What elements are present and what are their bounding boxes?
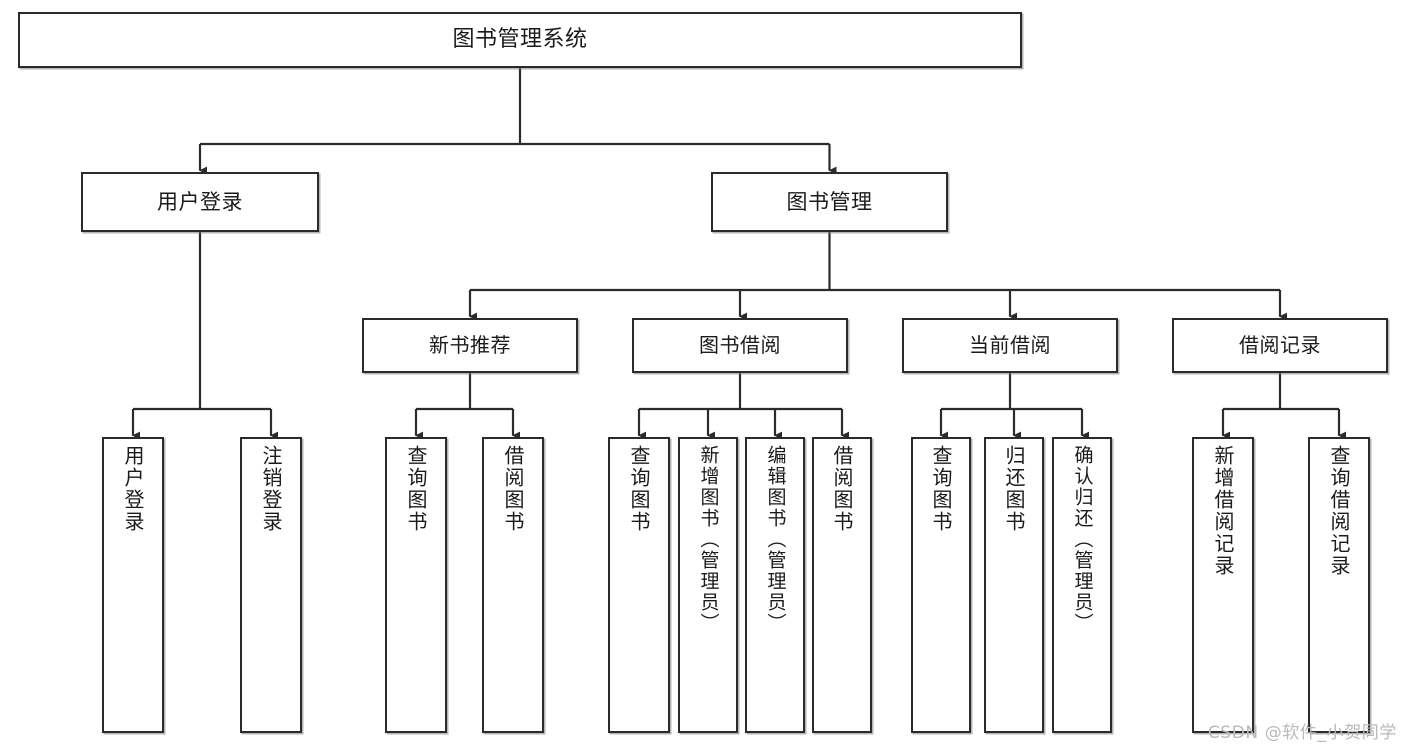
leaf-edit-book-admin-label: 编辑图书（管理员） — [764, 445, 787, 634]
leaf-user-login-label: 用户登录 — [121, 445, 145, 533]
node-root-label: 图书管理系统 — [452, 26, 588, 52]
leaf-return-book-label: 归还图书 — [1002, 445, 1026, 533]
node-borrow-record-label: 借阅记录 — [1239, 332, 1321, 357]
leaf-add-borrow-record[interactable]: 新增借阅记录 — [1192, 437, 1254, 733]
leaf-user-login[interactable]: 用户登录 — [102, 437, 164, 733]
node-root[interactable]: 图书管理系统 — [18, 12, 1022, 68]
leaf-query-book-borrow-label: 查询图书 — [627, 445, 651, 533]
node-new-book-recommend-label: 新书推荐 — [429, 332, 511, 357]
leaf-logout[interactable]: 注销登录 — [240, 437, 302, 733]
leaf-add-book-admin[interactable]: 新增图书（管理员） — [678, 437, 738, 733]
leaf-query-borrow-record[interactable]: 查询借阅记录 — [1308, 437, 1370, 733]
leaf-confirm-return-admin[interactable]: 确认归还（管理员） — [1052, 437, 1112, 733]
leaf-query-borrow-record-label: 查询借阅记录 — [1327, 445, 1351, 577]
node-book-manage[interactable]: 图书管理 — [711, 172, 948, 232]
leaf-query-book-current-label: 查询图书 — [929, 445, 953, 533]
leaf-query-book-current[interactable]: 查询图书 — [911, 437, 971, 733]
node-current-borrow[interactable]: 当前借阅 — [902, 318, 1118, 373]
watermark: CSDN @软件_小贺同学 — [1207, 723, 1397, 743]
node-new-book-recommend[interactable]: 新书推荐 — [362, 318, 578, 373]
leaf-edit-book-admin[interactable]: 编辑图书（管理员） — [745, 437, 805, 733]
leaf-logout-label: 注销登录 — [259, 445, 283, 533]
node-current-borrow-label: 当前借阅 — [969, 332, 1051, 357]
node-borrow-record[interactable]: 借阅记录 — [1172, 318, 1388, 373]
leaf-borrow-book[interactable]: 借阅图书 — [812, 437, 872, 733]
leaf-return-book[interactable]: 归还图书 — [984, 437, 1044, 733]
node-book-manage-label: 图书管理 — [786, 189, 873, 214]
leaf-add-borrow-record-label: 新增借阅记录 — [1211, 445, 1235, 577]
leaf-query-book-borrow[interactable]: 查询图书 — [608, 437, 670, 733]
leaf-borrow-book-label: 借阅图书 — [830, 445, 854, 533]
leaf-query-book-recommend[interactable]: 查询图书 — [385, 437, 447, 733]
leaf-borrow-book-recommend[interactable]: 借阅图书 — [482, 437, 544, 733]
leaf-query-book-recommend-label: 查询图书 — [404, 445, 428, 533]
node-user-login-label: 用户登录 — [157, 189, 243, 214]
node-user-login[interactable]: 用户登录 — [81, 172, 319, 232]
node-book-borrow[interactable]: 图书借阅 — [632, 318, 848, 373]
leaf-confirm-return-admin-label: 确认归还（管理员） — [1071, 445, 1094, 634]
leaf-add-book-admin-label: 新增图书（管理员） — [697, 445, 720, 634]
leaf-borrow-book-recommend-label: 借阅图书 — [501, 445, 525, 533]
node-book-borrow-label: 图书借阅 — [699, 332, 781, 357]
